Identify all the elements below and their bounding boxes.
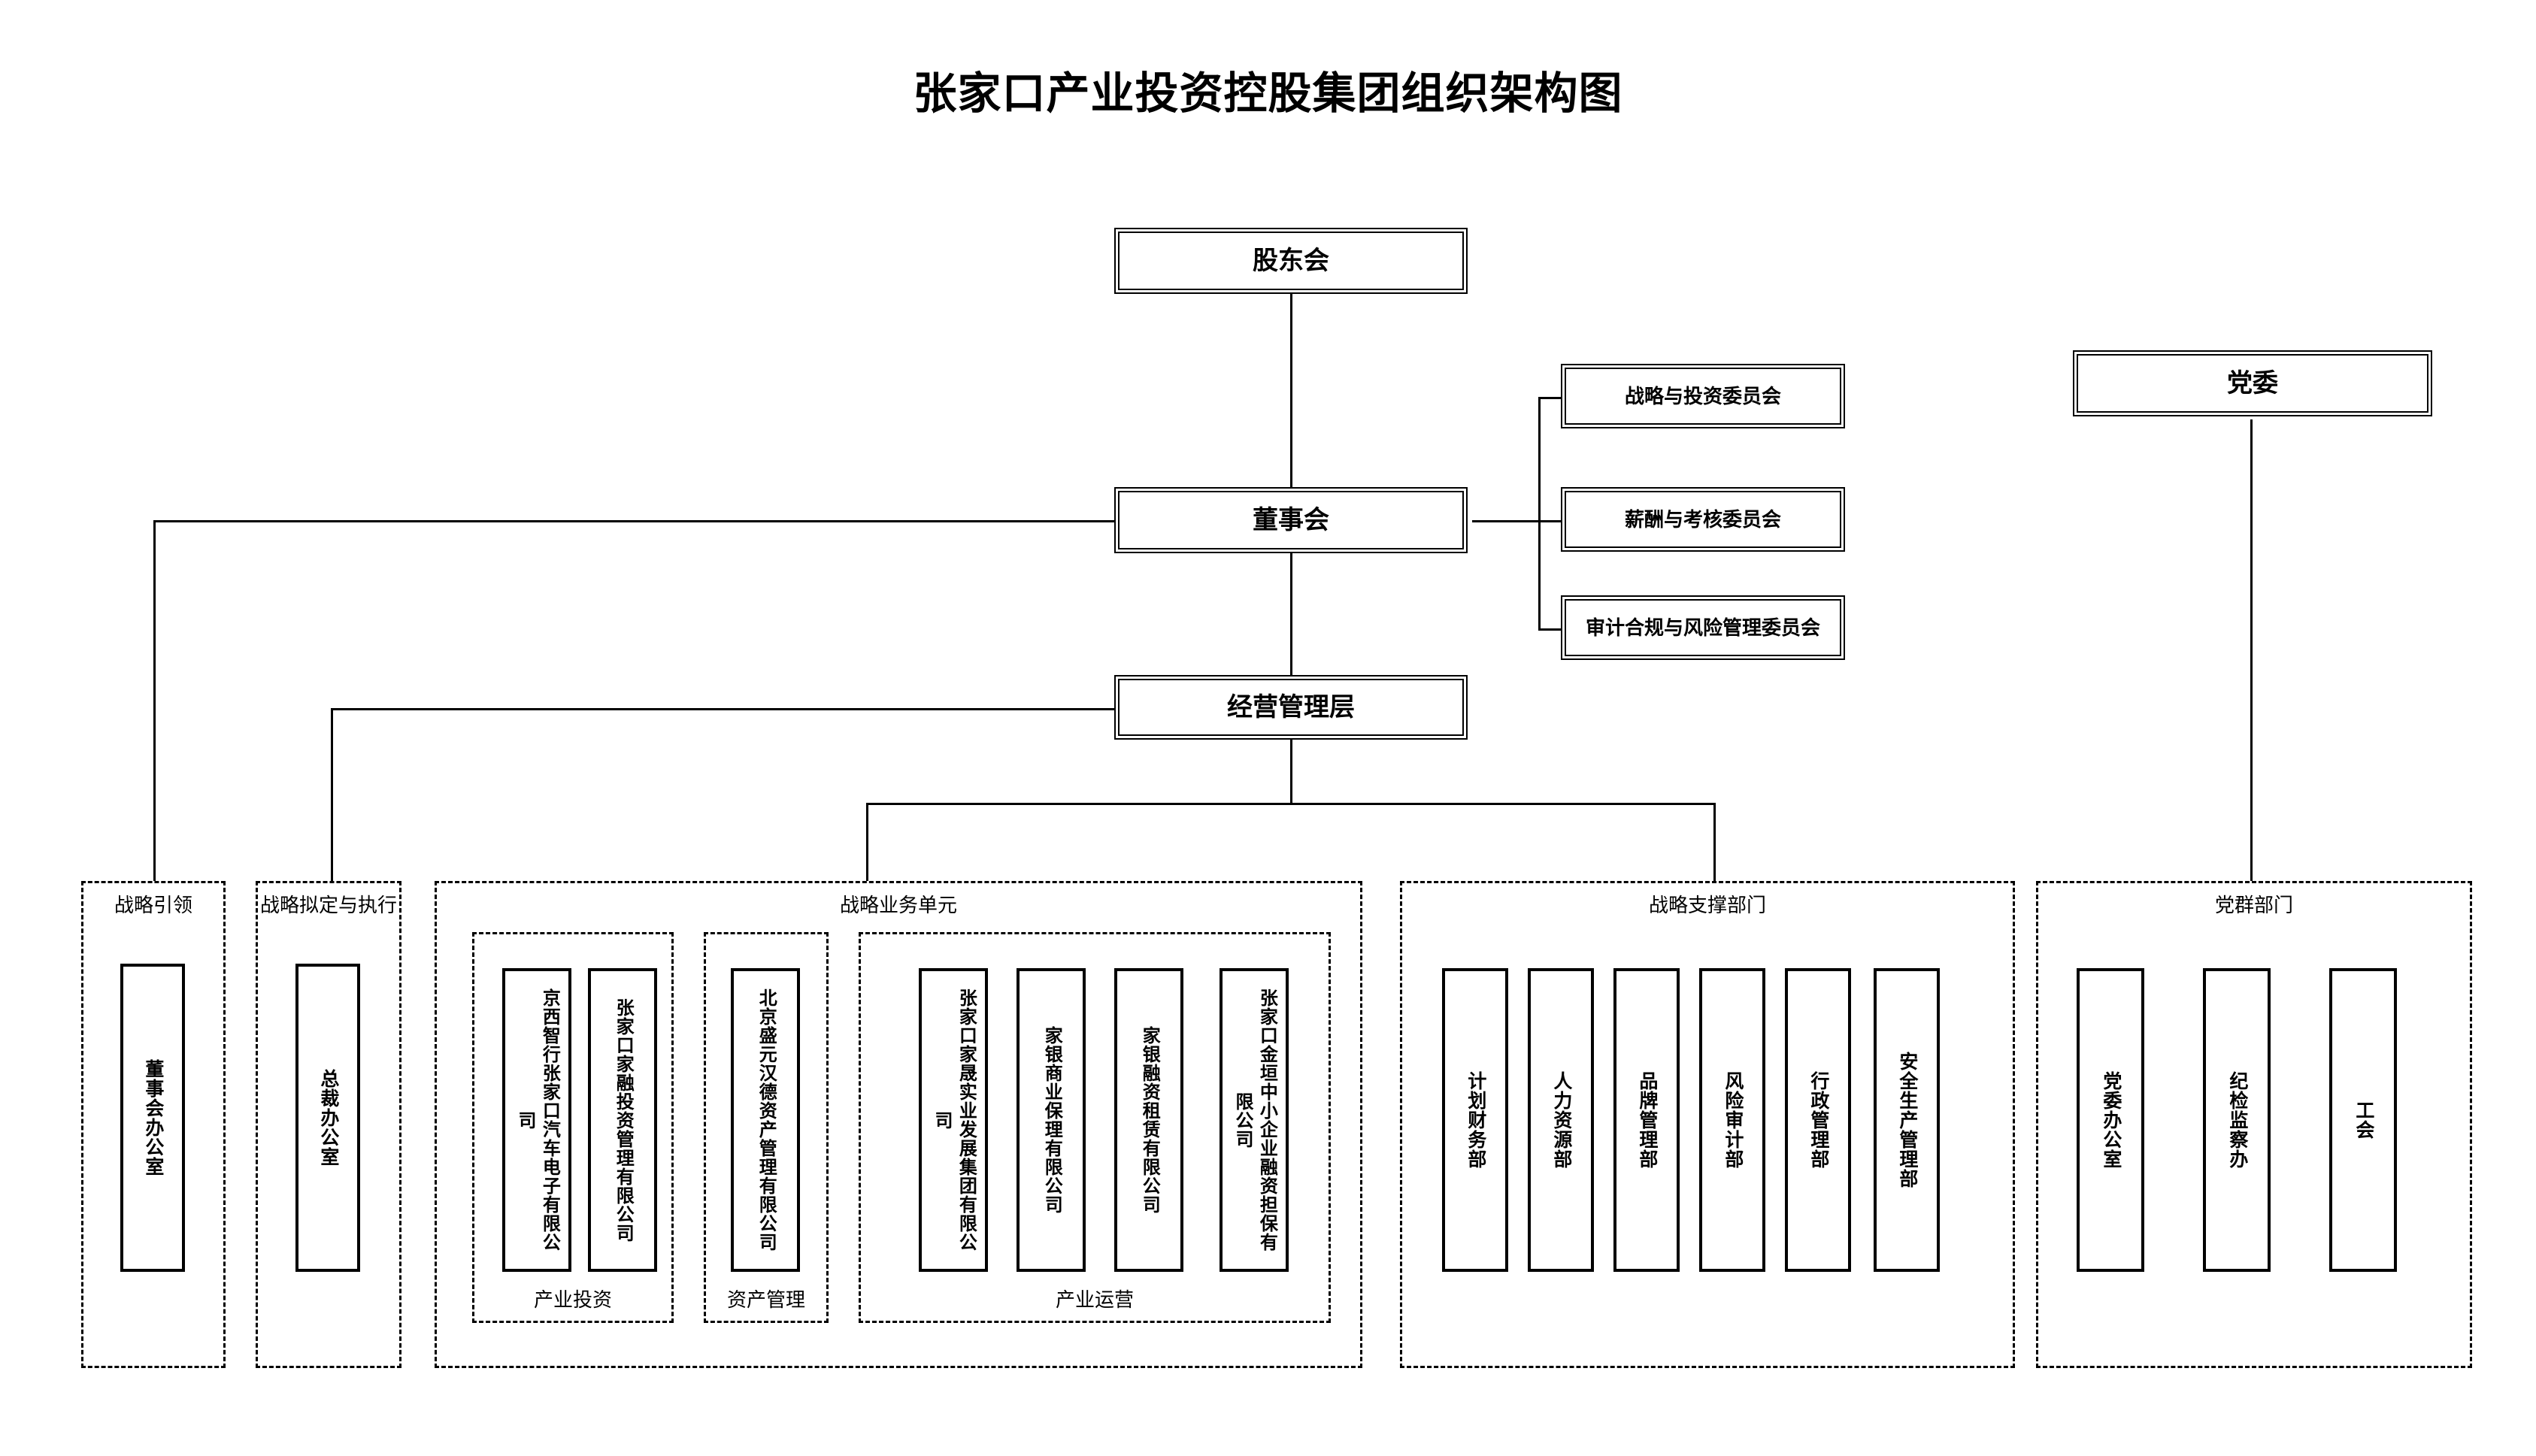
node-board[interactable]: 董事会 [1114,487,1468,553]
connector-shareholders-board [1290,292,1292,496]
node-jiayin-commercial-factoring-label: 家银商业保理有限公司 [1041,1026,1062,1214]
connector-committee-2 [1538,520,1562,522]
node-discipline-inspection-office-label: 纪检监察办 [2226,1071,2248,1169]
node-dept-brand-management-label: 品牌管理部 [1636,1071,1658,1169]
connector-management-down [1290,737,1292,804]
subgroup-industrial-operation: 产业运营 [859,932,1331,1323]
connector-board-left-stub [153,520,1116,522]
group-strategy-exec: 战略拟定与执行 [256,881,401,1368]
node-zjk-jiasheng-industrial-development-group[interactable]: 张家口家晟实业发展集团有限公司 [919,968,988,1272]
node-board-label: 董事会 [1253,505,1329,534]
subgroup-industrial-operation-title: 产业运营 [1055,1288,1134,1311]
node-zjk-jiarong-investment-management[interactable]: 张家口家融投资管理有限公司 [588,968,657,1272]
group-strategy-lead-title: 战略引领 [114,894,192,916]
node-jiayin-financial-leasing[interactable]: 家银融资租赁有限公司 [1114,968,1183,1272]
connector-board-committee-stub [1472,520,1540,522]
node-committee-compensation-assessment-label: 薪酬与考核委员会 [1624,507,1781,531]
node-dept-planning-finance[interactable]: 计划财务部 [1442,968,1508,1272]
node-committee-audit-risk[interactable]: 审计合规与风险管理委员会 [1561,595,1845,660]
node-dept-administration[interactable]: 行政管理部 [1785,968,1851,1272]
node-dept-planning-finance-label: 计划财务部 [1465,1071,1486,1169]
node-zjk-jiasheng-industrial-development-group-label: 张家口家晟实业发展集团有限公司 [932,988,977,1252]
connector-committee-1 [1538,397,1562,399]
node-dept-risk-audit-label: 风险审计部 [1722,1071,1744,1169]
node-committee-compensation-assessment[interactable]: 薪酬与考核委员会 [1561,487,1845,552]
node-jiayin-financial-leasing-label: 家银融资租赁有限公司 [1139,1026,1160,1214]
node-shareholders-label: 股东会 [1253,246,1329,275]
page-title: 张家口产业投资控股集团组织架构图 [913,69,1623,118]
node-dept-risk-audit[interactable]: 风险审计部 [1699,968,1765,1272]
connector-management-left-stub [331,708,1116,710]
node-dept-administration-label: 行政管理部 [1807,1071,1829,1169]
connector-strategy-exec-drop [331,708,333,881]
node-president-office-label: 总裁办公室 [317,1069,339,1167]
group-support-departments: 战略支撑部门 [1400,881,2015,1368]
node-labor-union[interactable]: 工会 [2329,968,2397,1272]
node-dept-human-resources[interactable]: 人力资源部 [1528,968,1594,1272]
node-board-office-label: 董事会办公室 [142,1059,164,1176]
node-party-committee[interactable]: 党委 [2073,350,2432,416]
subgroup-industrial-investment: 产业投资 [472,932,674,1323]
group-support-departments-title: 战略支撑部门 [1648,894,1766,916]
group-business-unit-title: 战略业务单元 [839,894,957,916]
connector-distribution-bus [866,803,1716,805]
node-party-committee-label: 党委 [2227,368,2278,398]
connector-support-drop [1713,803,1716,881]
node-management-label: 经营管理层 [1227,692,1355,722]
node-party-committee-office-label: 党委办公室 [2100,1071,2122,1169]
node-beijing-shengyuan-hande-asset-management-label: 北京盛元汉德资产管理有限公司 [756,988,777,1252]
subgroup-asset-management-title: 资产管理 [726,1288,805,1311]
group-party-mass-departments-title: 党群部门 [2214,894,2293,916]
group-strategy-lead: 战略引领 [81,881,226,1368]
node-committee-strategy-investment-label: 战略与投资委员会 [1624,384,1781,407]
node-labor-union-label: 工会 [2353,1100,2374,1140]
node-jingxi-zhixing-zjk-auto-electronics-label: 京西智行张家口汽车电子有限公司 [515,988,560,1252]
node-dept-brand-management[interactable]: 品牌管理部 [1613,968,1680,1272]
subgroup-industrial-investment-title: 产业投资 [533,1288,612,1311]
node-party-committee-office[interactable]: 党委办公室 [2077,968,2144,1272]
group-strategy-exec-title: 战略拟定与执行 [259,894,397,916]
node-zjk-jiarong-investment-management-label: 张家口家融投资管理有限公司 [613,997,634,1243]
connector-board-management [1290,547,1292,698]
node-management[interactable]: 经营管理层 [1114,675,1468,740]
connector-party-down [2250,419,2253,881]
connector-strategy-lead-drop [153,520,156,881]
connector-committee-3 [1538,628,1562,631]
node-dept-safety-production[interactable]: 安全生产管理部 [1874,968,1940,1272]
node-beijing-shengyuan-hande-asset-management[interactable]: 北京盛元汉德资产管理有限公司 [731,968,800,1272]
node-president-office[interactable]: 总裁办公室 [295,964,360,1272]
node-shareholders[interactable]: 股东会 [1114,228,1468,294]
node-dept-human-resources-label: 人力资源部 [1550,1071,1572,1169]
connector-committee-bus [1538,397,1541,630]
node-discipline-inspection-office[interactable]: 纪检监察办 [2203,968,2271,1272]
connector-business-unit-drop [866,803,868,881]
node-jiayin-commercial-factoring[interactable]: 家银商业保理有限公司 [1017,968,1086,1272]
group-party-mass-departments: 党群部门 [2036,881,2472,1368]
node-board-office[interactable]: 董事会办公室 [120,964,185,1272]
subgroup-asset-management: 资产管理 [704,932,829,1323]
group-business-unit: 战略业务单元 [435,881,1362,1368]
node-dept-safety-production-label: 安全生产管理部 [1896,1052,1918,1188]
node-zjk-jinyuan-sme-financing-guarantee-label: 张家口金垣中小企业融资担保有限公司 [1232,988,1277,1252]
node-zjk-jinyuan-sme-financing-guarantee[interactable]: 张家口金垣中小企业融资担保有限公司 [1220,968,1289,1272]
node-committee-strategy-investment[interactable]: 战略与投资委员会 [1561,364,1845,428]
node-jingxi-zhixing-zjk-auto-electronics[interactable]: 京西智行张家口汽车电子有限公司 [502,968,571,1272]
node-committee-audit-risk-label: 审计合规与风险管理委员会 [1585,616,1820,639]
